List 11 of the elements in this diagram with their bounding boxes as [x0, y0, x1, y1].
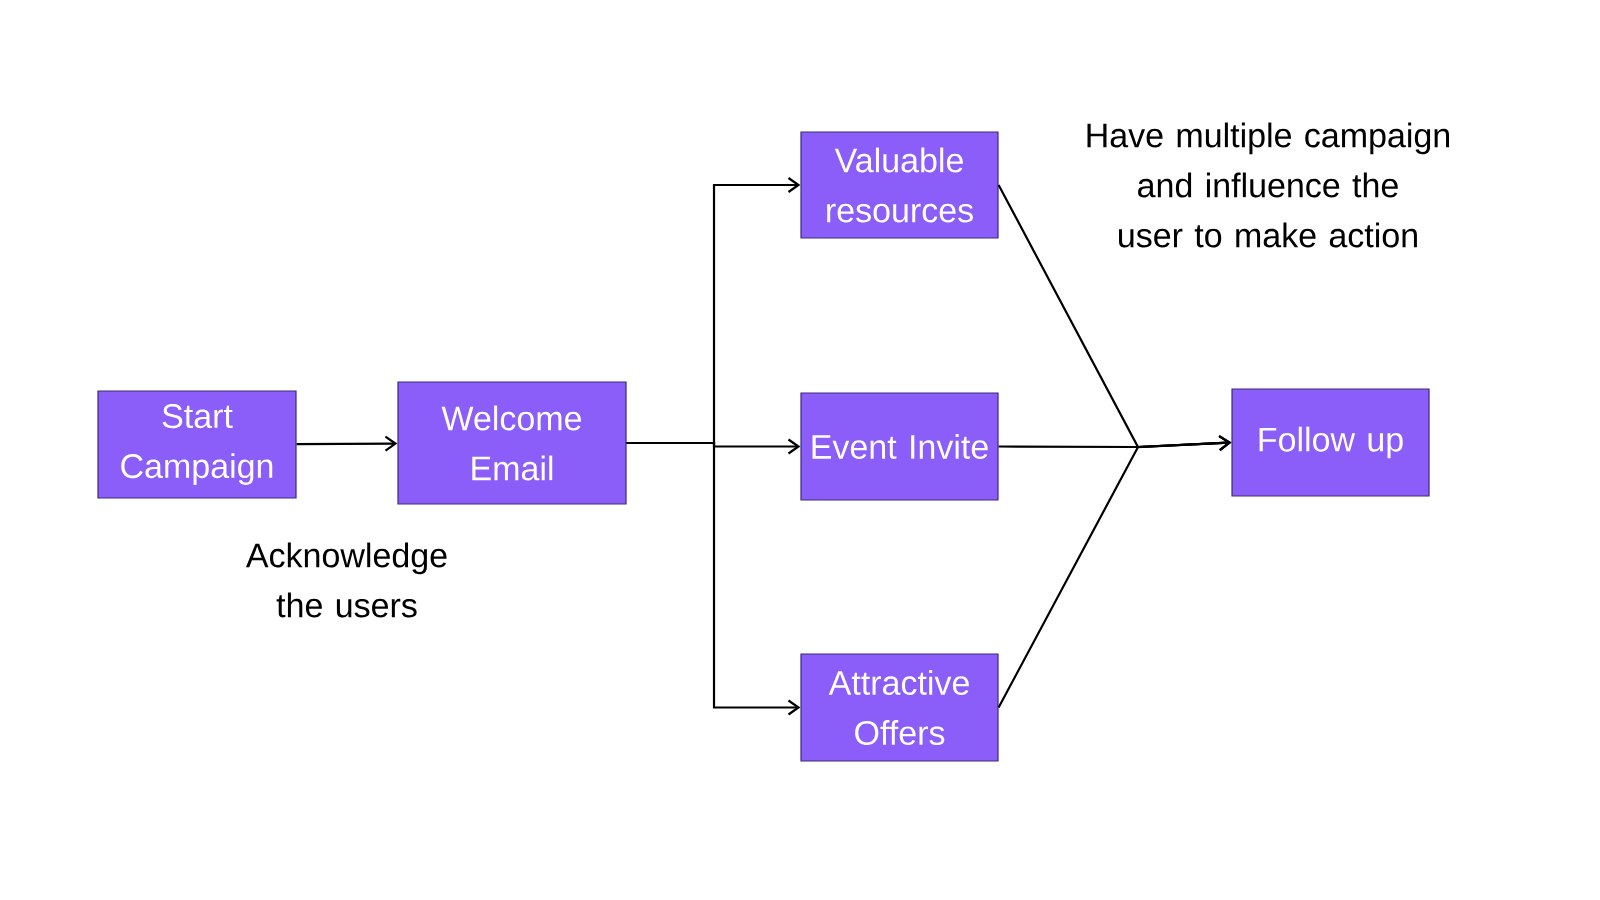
- note-text: Have multiple campaign and influence the user to make action: [1087, 122, 1449, 248]
- process-box: Follow up: [1231, 388, 1430, 497]
- process-box: Attractive Offers: [800, 653, 999, 762]
- arrow: [997, 435, 1232, 709]
- process-box: Start Campaign: [97, 390, 297, 499]
- arrow: [296, 435, 398, 452]
- process-box: Valuable resources: [800, 131, 999, 239]
- arrow: [626, 441, 801, 716]
- process-box: Welcome Email: [397, 381, 627, 505]
- note-text: Acknowledge the users: [245, 542, 447, 618]
- process-box: Event Invite: [800, 392, 999, 501]
